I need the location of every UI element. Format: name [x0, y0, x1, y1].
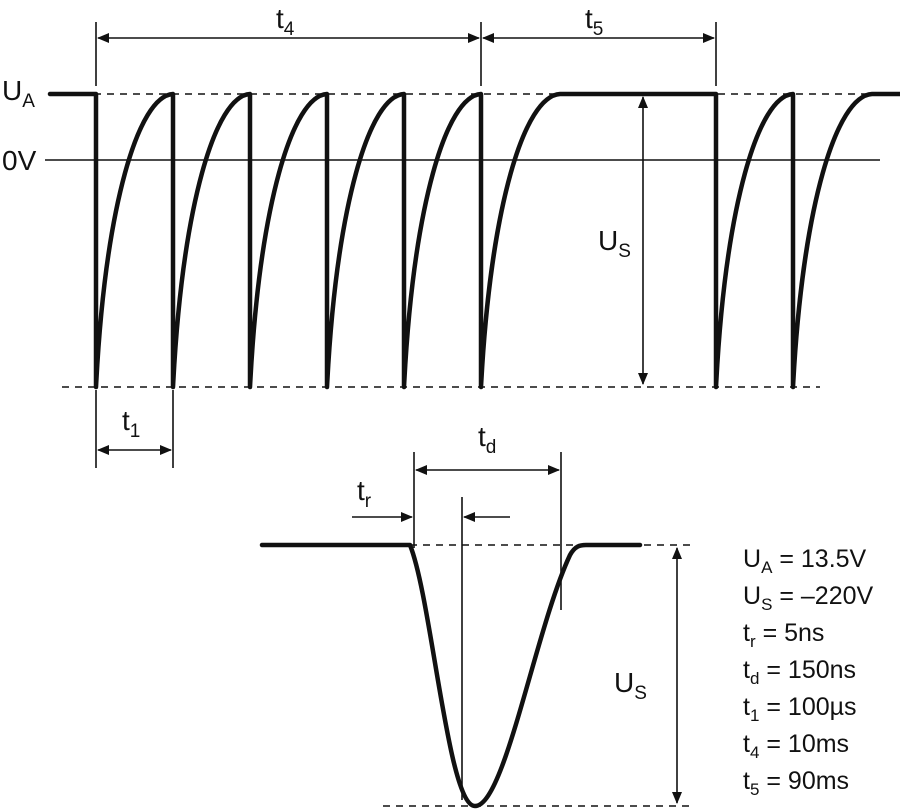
- param-tr: tr = 5ns: [743, 619, 824, 651]
- param-t4: t4 = 10ms: [743, 730, 849, 762]
- top-reference-lines: [45, 93, 880, 388]
- param-t1: t1 = 100µs: [743, 693, 857, 725]
- top-extension-lines: [95, 22, 717, 468]
- tr-label: tr: [357, 475, 372, 512]
- top-us-label: US: [598, 225, 631, 262]
- single-pulse-waveform: [259, 542, 643, 809]
- t4-label: t4: [276, 3, 295, 40]
- bottom-us-label: US: [614, 667, 647, 704]
- top-pulse-train-waveform: [47, 91, 900, 390]
- parameter-list: UA = 13.5V US = –220V tr = 5ns td = 150n…: [743, 545, 874, 799]
- param-td: td = 150ns: [743, 656, 856, 688]
- ua-label: UA: [2, 75, 35, 112]
- td-label: td: [478, 421, 496, 458]
- zero-volt-label: 0V: [2, 145, 37, 176]
- param-ua: UA = 13.5V: [743, 545, 867, 577]
- t1-label: t1: [122, 405, 140, 442]
- param-t5: t5 = 90ms: [743, 767, 849, 799]
- t5-label: t5: [585, 3, 603, 40]
- param-us: US = –220V: [743, 582, 874, 614]
